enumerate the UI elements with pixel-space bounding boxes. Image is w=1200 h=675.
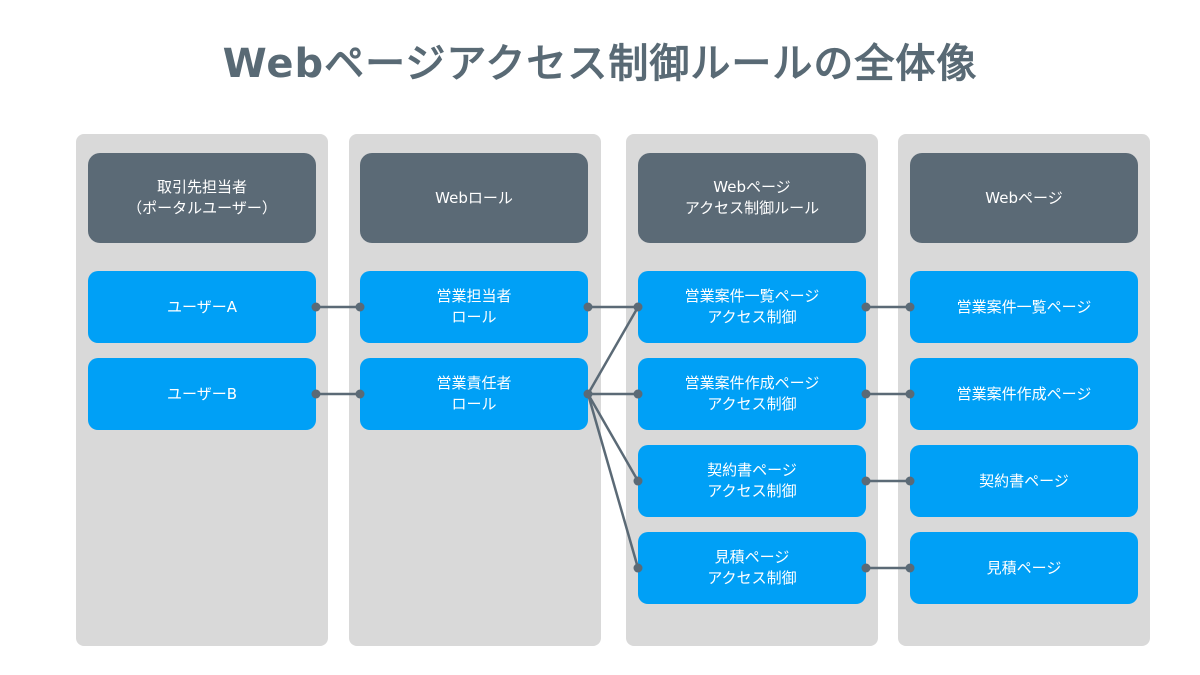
column-header-contacts: 取引先担当者 （ポータルユーザー） — [88, 153, 316, 243]
node-sales-rep-role[interactable]: 営業担当者 ロール — [360, 271, 588, 343]
page-title: Webページアクセス制御ルールの全体像 — [222, 41, 978, 87]
node-user-b[interactable]: ユーザーB — [88, 358, 316, 430]
node-contract-access[interactable]: 契約書ページ アクセス制御 — [638, 445, 866, 517]
node-opportunity-create-page[interactable]: 営業案件作成ページ — [910, 358, 1138, 430]
column-header-web-pages: Webページ — [910, 153, 1138, 243]
node-user-a[interactable]: ユーザーA — [88, 271, 316, 343]
node-quote-access[interactable]: 見積ページ アクセス制御 — [638, 532, 866, 604]
node-contract-page[interactable]: 契約書ページ — [910, 445, 1138, 517]
node-opportunity-list-page[interactable]: 営業案件一覧ページ — [910, 271, 1138, 343]
node-sales-manager-role[interactable]: 営業責任者 ロール — [360, 358, 588, 430]
node-opportunity-list-access[interactable]: 営業案件一覧ページ アクセス制御 — [638, 271, 866, 343]
node-opportunity-create-access[interactable]: 営業案件作成ページ アクセス制御 — [638, 358, 866, 430]
column-header-web-roles: Webロール — [360, 153, 588, 243]
node-quote-page[interactable]: 見積ページ — [910, 532, 1138, 604]
column-header-access-rules: Webページ アクセス制御ルール — [638, 153, 866, 243]
